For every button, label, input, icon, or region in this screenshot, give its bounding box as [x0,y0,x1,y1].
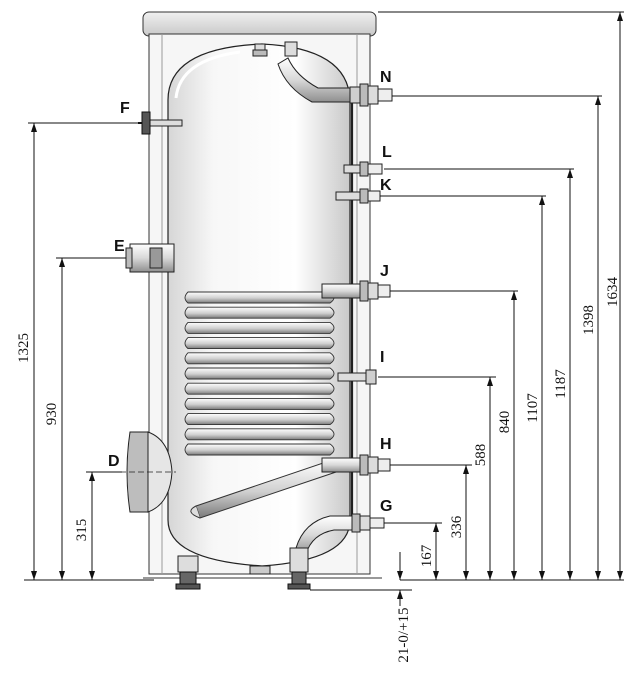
dim-feet-adjust: 21-0/+15 [396,607,412,662]
label-L: L [382,144,392,161]
coil-loop [184,397,335,410]
connection-G-pipe [295,513,385,555]
label-I: I [380,349,384,366]
coil-loop [184,291,335,304]
arrow-head [433,571,439,580]
label-K: K [380,177,392,194]
coil-loop [184,321,335,334]
connection-K-stub [335,188,381,204]
arrow-head [433,523,439,532]
label-H: H [380,436,392,453]
arrow-head [487,377,493,386]
connection-E-fitting [125,243,175,273]
heat-exchanger-coil [184,291,335,456]
connection-I-stub [337,369,377,385]
dim-E: 930 [44,403,60,426]
arrow-head [511,291,517,300]
label-N: N [380,69,392,86]
connection-J-pipe [321,280,391,302]
arrow-head [567,169,573,178]
coil-loop [184,413,335,426]
dim-H: 336 [449,515,465,538]
coil-loop [184,443,335,456]
arrow-head [89,472,95,481]
connection-H-pipe [321,454,391,476]
label-J: J [380,263,389,280]
arrow-head [567,571,573,580]
dimension-arrows [31,12,623,599]
dim-I: 588 [473,444,489,467]
arrow-head [539,571,545,580]
arrow-head [59,258,65,267]
dim-G: 167 [419,544,435,567]
top-fittings [252,41,298,57]
arrow-head [397,590,403,599]
label-F: F [120,100,130,117]
arrow-head [511,571,517,580]
tank-feet [175,547,311,590]
label-D: D [108,453,120,470]
coil-loop [184,428,335,441]
dim-F: 1325 [16,333,32,363]
coil-loop [184,337,335,350]
arrow-head [595,96,601,105]
coil-loop [184,306,335,319]
arrow-head [617,571,623,580]
coil-loop [184,352,335,365]
dim-L: 1187 [553,369,569,399]
arrow-head [89,571,95,580]
arrow-head [487,571,493,580]
connection-L-stub [343,161,383,177]
connection-N-pipe [277,57,393,107]
dim-J: 840 [497,411,513,434]
arrow-head [617,12,623,21]
label-E: E [114,238,125,255]
arrow-head [59,571,65,580]
dim-total-height: 1634 [605,277,621,308]
dimension-lines [24,11,624,606]
coil-loop [184,382,335,395]
dim-D: 315 [74,519,90,542]
arrow-head [31,123,37,132]
arrow-head [539,196,545,205]
label-G: G [380,498,392,515]
arrow-head [463,465,469,474]
arrow-head [463,571,469,580]
arrow-head [31,571,37,580]
dim-K: 1107 [525,393,541,423]
connection-D-flange [120,431,176,513]
arrow-head [397,571,403,580]
arrow-head [595,571,601,580]
coil-loop [184,367,335,380]
dim-N: 1398 [581,305,597,335]
